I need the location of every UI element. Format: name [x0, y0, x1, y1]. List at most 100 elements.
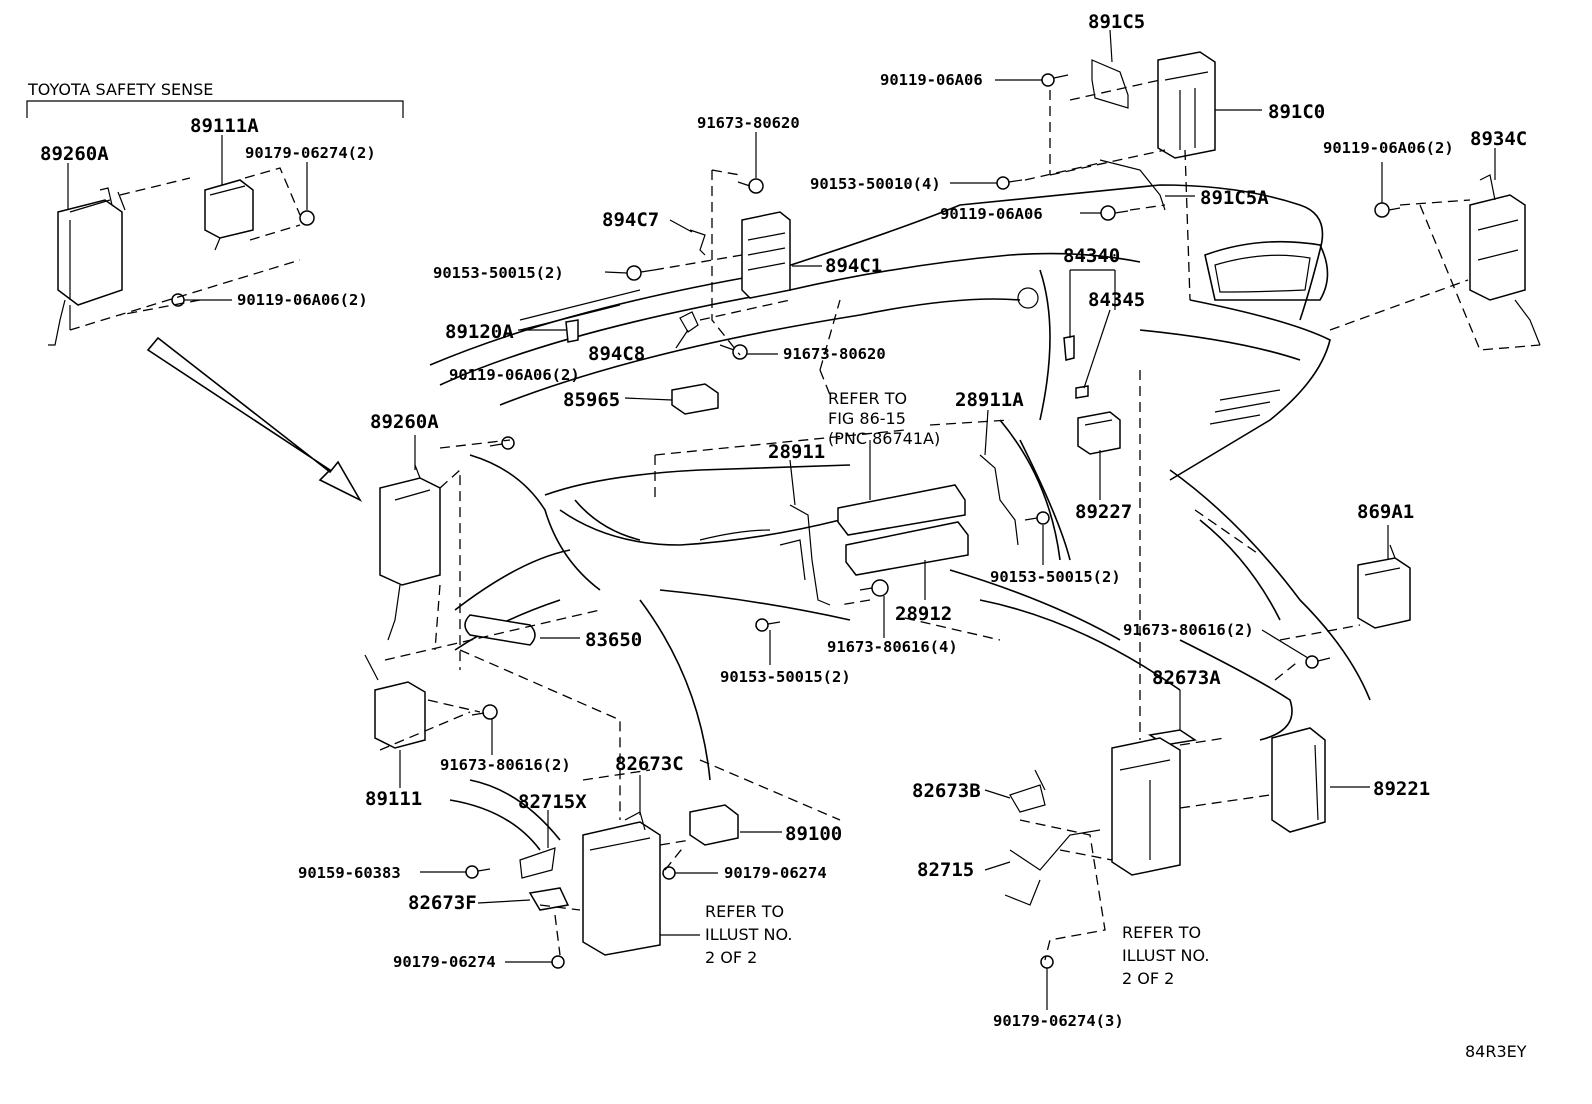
label-90179-06274-bottom: 90179-06274: [393, 953, 496, 971]
label-90119-06A06-mid: 90119-06A06: [940, 205, 1043, 223]
bolt-90153-50015-2-right: [1024, 511, 1050, 525]
label-90153-50010-4: 90153-50010(4): [810, 175, 941, 193]
sensor-84340: [1063, 335, 1075, 361]
refer-fig-line3: (PNC 86741A): [828, 429, 940, 448]
diagram-id: 84R3EY: [1465, 1042, 1527, 1061]
label-90119-06A06-2-left: 90119-06A06(2): [237, 291, 368, 309]
bolt-90119-06A06-top: [1041, 73, 1069, 87]
bracket-82715: [1004, 829, 1101, 906]
bolt-90159-60383: [465, 865, 491, 879]
part-89260A-top: [48, 187, 126, 346]
label-91673-80620-mid: 91673-80620: [783, 345, 886, 363]
dashboard-outline: [429, 184, 1371, 851]
bracket-82715X: [519, 847, 556, 879]
part-89260A-mid: [379, 464, 441, 641]
bolt-90119-06A06-mid: [1100, 205, 1129, 221]
label-869A1: 869A1: [1357, 501, 1414, 523]
label-89221: 89221: [1373, 778, 1430, 800]
bolt-91673-80616-2-left: [471, 704, 498, 720]
label-89260A-top: 89260A: [40, 143, 109, 165]
section-label: TOYOTA SAFETY SENSE: [27, 80, 213, 99]
label-894C1: 894C1: [825, 255, 882, 277]
label-8934C: 8934C: [1470, 128, 1527, 150]
label-90153-50015-2-bottom: 90153-50015(2): [720, 668, 851, 686]
nut-90179-06274-2: [299, 210, 315, 226]
bolt-90119-06A06-2-mid: [489, 436, 515, 450]
module-8934C: [1469, 174, 1541, 346]
module-89100: [689, 804, 739, 846]
label-90159-60383: 90159-60383: [298, 864, 401, 882]
bracket-894C8: [679, 311, 699, 333]
refer-illust-left-line3: 2 OF 2: [705, 948, 757, 967]
label-91673-80616-4: 91673-80616(4): [827, 638, 958, 656]
junction-box-right: [1111, 737, 1181, 876]
audio-unit-28912: [837, 484, 969, 576]
label-82715: 82715: [917, 859, 974, 881]
section-bracket: [26, 100, 404, 118]
label-891C5: 891C5: [1088, 11, 1145, 33]
label-28911: 28911: [768, 441, 825, 463]
bracket-28911: [779, 504, 831, 606]
toyota-safety-sense-group: TOYOTA SAFETY SENSE: [26, 80, 404, 502]
bolt-91673-80616-2-right: [1305, 655, 1331, 669]
bracket-891C5A: [1099, 159, 1166, 211]
assembly-lines: [69, 79, 1541, 961]
label-85965: 85965: [563, 389, 620, 411]
label-82673B: 82673B: [912, 780, 981, 802]
bolt-91673-80616-4: [859, 579, 889, 597]
module-85965: [671, 383, 719, 415]
bolt-90153-50015-2-bottom: [755, 618, 781, 632]
label-82715X: 82715X: [518, 791, 587, 813]
refer-fig-line2: FIG 86-15: [828, 409, 906, 428]
refer-fig-line1: REFER TO: [828, 389, 907, 408]
label-90119-06A06-2-mid: 90119-06A06(2): [449, 366, 580, 384]
bolt-91673-80620-top: [737, 178, 764, 194]
label-84345: 84345: [1088, 289, 1145, 311]
part-894C1: [741, 211, 791, 299]
bolt-90153-50010-4: [996, 176, 1023, 190]
label-89111A: 89111A: [190, 115, 259, 137]
label-894C7: 894C7: [602, 209, 659, 231]
bolt-90119-06A06-2-right: [1374, 202, 1401, 218]
label-89227: 89227: [1075, 501, 1132, 523]
label-90179-06274-2: 90179-06274(2): [245, 144, 376, 162]
part-89111A: [204, 179, 254, 251]
ecu-891C0: [1157, 51, 1216, 159]
leader-lines: [67, 29, 1496, 1010]
label-89100: 89100: [785, 823, 842, 845]
label-891C5A: 891C5A: [1200, 187, 1269, 209]
nut-90179-06274-mid: [662, 866, 676, 880]
bracket-891C5: [1091, 59, 1129, 109]
label-89111: 89111: [365, 788, 422, 810]
label-84340: 84340: [1063, 245, 1120, 267]
refer-illust-right-line2: ILLUST NO.: [1122, 946, 1209, 965]
label-91673-80616-2-right: 91673-80616(2): [1123, 621, 1254, 639]
label-90153-50015-2-top: 90153-50015(2): [433, 264, 564, 282]
part-89111: [364, 654, 426, 749]
refer-illust-left-line1: REFER TO: [705, 902, 784, 921]
parts: [48, 51, 1541, 969]
bolt-90153-50015-2-top: [626, 265, 655, 281]
refer-illust-right-line3: 2 OF 2: [1122, 969, 1174, 988]
label-82673C: 82673C: [615, 753, 684, 775]
nut-90179-06274-bottom: [551, 955, 565, 969]
label-28912: 28912: [895, 603, 952, 625]
clip-89120A: [565, 319, 579, 343]
label-82673A: 82673A: [1152, 667, 1221, 689]
module-869A1: [1357, 544, 1411, 629]
direction-arrow: [146, 336, 363, 502]
bracket-28911A: [979, 454, 1019, 546]
label-83650: 83650: [585, 629, 642, 651]
label-89260A-mid: 89260A: [370, 411, 439, 433]
label-90179-06274-3: 90179-06274(3): [993, 1012, 1124, 1030]
label-90153-50015-2-right: 90153-50015(2): [990, 568, 1121, 586]
bolt-91673-80620-mid: [719, 344, 748, 360]
label-91673-80616-2-left: 91673-80616(2): [440, 756, 571, 774]
label-89120A: 89120A: [445, 321, 514, 343]
nut-90179-06274-3: [1040, 955, 1054, 969]
label-28911A: 28911A: [955, 389, 1024, 411]
label-90119-06A06-top: 90119-06A06: [880, 71, 983, 89]
label-91673-80620-top: 91673-80620: [697, 114, 800, 132]
